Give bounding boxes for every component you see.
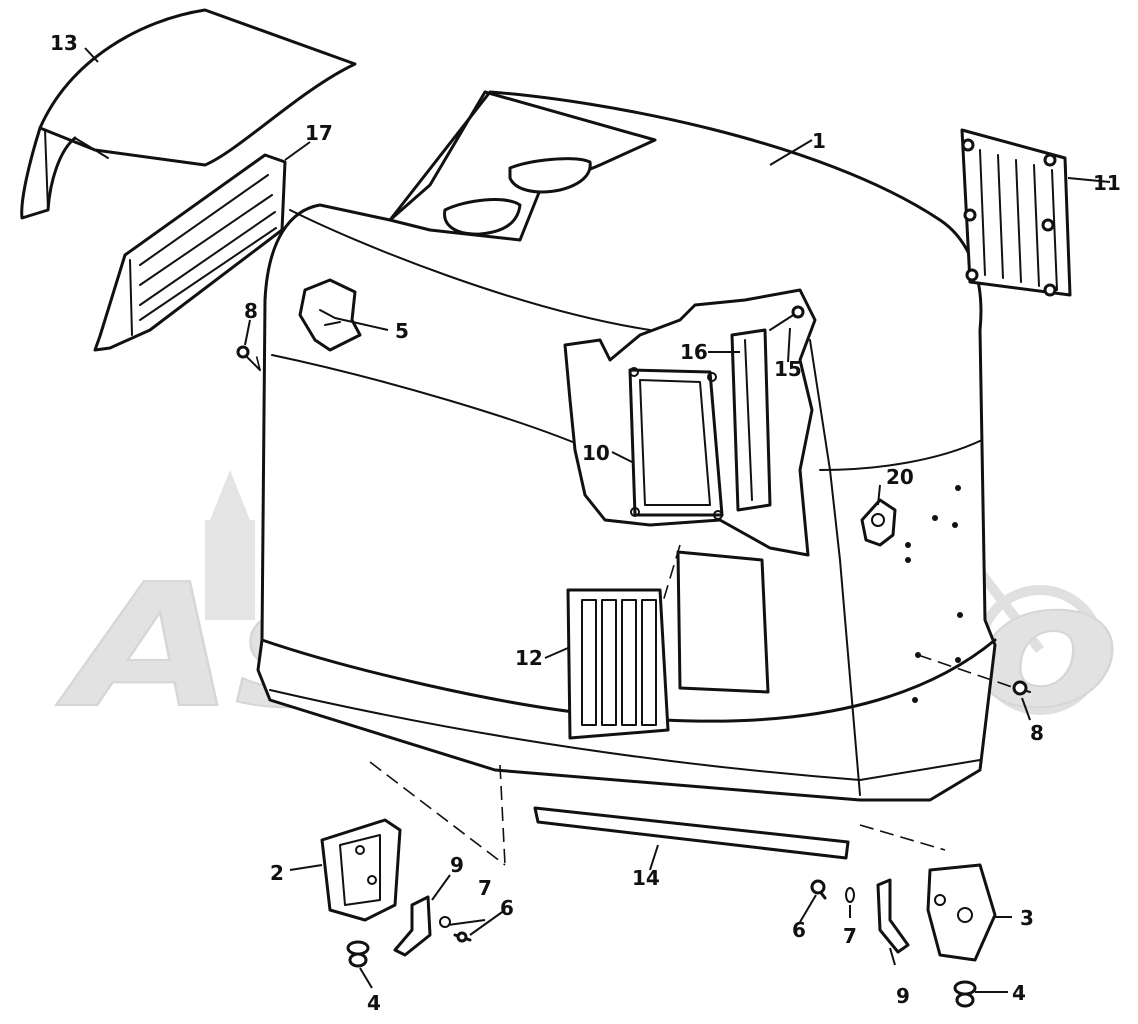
part-13-top-cover [20,8,357,220]
callout-12: 12 [515,646,543,670]
callout-2: 2 [270,861,284,885]
callout-5: 5 [395,319,409,343]
callout-10: 10 [582,441,610,465]
callout-16: 16 [680,340,708,364]
callout-4-right: 4 [1012,981,1026,1005]
part-2-bracket [320,818,402,922]
part-3-bracket [926,863,997,962]
part-6-screw-left [453,931,472,943]
part-6-screw-right [810,879,827,900]
callout-9-left: 9 [450,853,464,877]
callout-4-left: 4 [367,991,381,1015]
callout-7-right: 7 [843,924,857,948]
part-4-grommet-right [953,980,977,1008]
part-20-fitting [860,498,897,547]
leader-lines [84,47,1111,993]
callout-15: 15 [774,357,802,381]
part-14-strip [533,806,850,860]
callout-8-left: 8 [244,299,258,323]
part-4-grommet-left [346,940,370,968]
part-7-washer-left [439,916,451,928]
callout-8-right: 8 [1030,721,1044,745]
part-11-side-grille [960,128,1072,297]
callout-20: 20 [886,465,914,489]
part-8-screw-right [1012,680,1031,696]
callout-13: 13 [50,31,78,55]
part-15-screw [769,305,805,331]
part-8-screw-left [236,345,261,371]
mounting-holes [905,485,963,703]
part-5-latch [298,278,362,352]
callout-14: 14 [632,866,660,890]
part-9-hook-right [876,878,910,954]
callout-17: 17 [305,121,333,145]
callout-labels: 1 2 3 4 4 5 6 6 7 7 8 8 9 9 10 11 12 13 … [50,31,1121,1015]
part-10-gasket [628,367,724,520]
callout-6-right: 6 [792,918,806,942]
callout-7-left: 7 [478,876,492,900]
callout-9-right: 9 [896,984,910,1008]
part-9-hook-left [393,895,432,957]
callout-6-left: 6 [500,896,514,920]
fasteners [236,345,1031,1008]
callout-1: 1 [812,129,826,153]
callout-11: 11 [1093,171,1121,195]
callout-3: 3 [1020,906,1034,930]
part-7-washer-right [845,887,855,903]
part-12-louvre [566,550,770,740]
part-16-strip [730,328,772,512]
assembly-dash-lines [254,349,1016,866]
part-17-grille [93,153,287,352]
